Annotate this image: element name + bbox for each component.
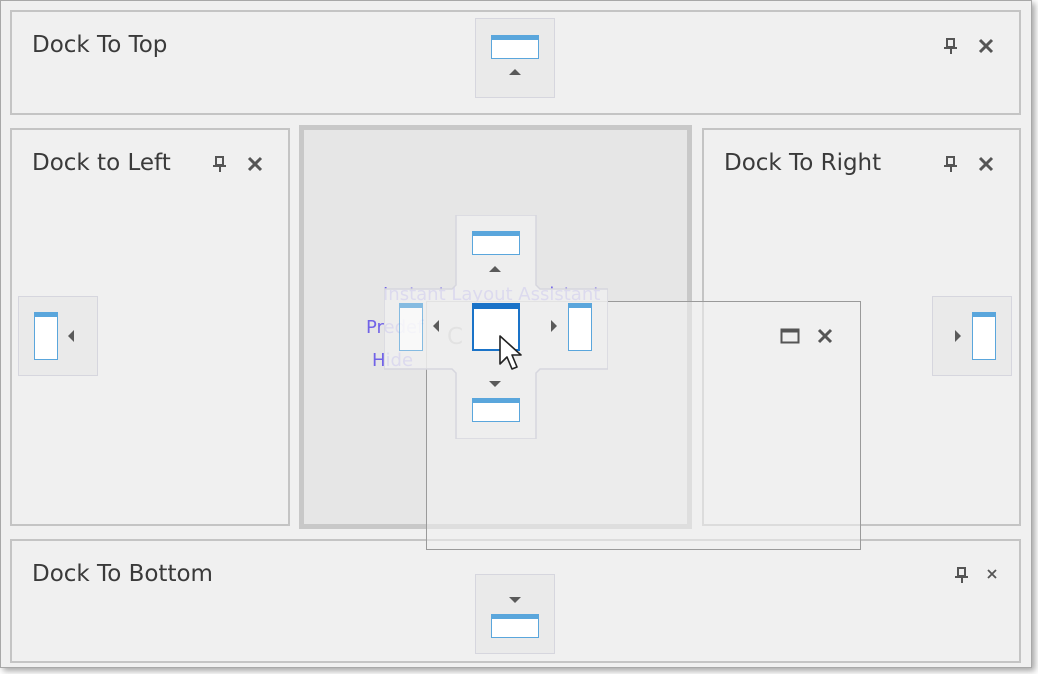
arrow-right-icon [955,330,961,342]
maximize-icon[interactable] [780,328,800,344]
dock-fill-right-icon[interactable] [568,303,592,351]
arrow-up-icon [489,266,501,272]
dock-guide-top[interactable] [475,18,555,98]
panel-title: Dock To Top [32,32,168,58]
arrow-down-icon [489,381,501,387]
close-icon[interactable] [977,37,995,55]
arrow-right-icon [551,320,557,332]
close-icon[interactable] [986,568,998,580]
dock-fill-center-icon[interactable] [472,303,520,351]
dock-guide-right[interactable] [932,296,1012,376]
dock-fill-bottom-icon[interactable] [472,398,520,422]
dock-guide-left[interactable] [18,296,98,376]
dock-top-window-icon [491,35,539,59]
panel-title: Dock to Left [32,150,171,176]
close-icon[interactable] [816,327,834,345]
dock-right-window-icon [972,312,996,360]
pin-icon[interactable] [212,155,228,173]
arrow-down-icon [509,597,521,603]
arrow-left-icon [433,320,439,332]
pin-icon[interactable] [943,37,959,55]
panel-title: Dock To Right [724,150,882,176]
close-icon[interactable] [246,155,264,173]
arrow-left-icon [68,330,74,342]
dock-fill-top-icon[interactable] [472,231,520,255]
pin-icon[interactable] [943,155,959,173]
pin-icon[interactable] [954,566,970,584]
dock-fill-left-icon[interactable] [399,303,423,351]
arrow-up-icon [509,69,521,75]
close-icon[interactable] [977,155,995,173]
dock-left-window-icon [34,312,58,360]
dock-bottom-window-icon [491,614,539,638]
dock-guide-bottom[interactable] [475,574,555,654]
mouse-cursor-icon [499,335,522,370]
panel-title: Dock To Bottom [32,561,213,587]
